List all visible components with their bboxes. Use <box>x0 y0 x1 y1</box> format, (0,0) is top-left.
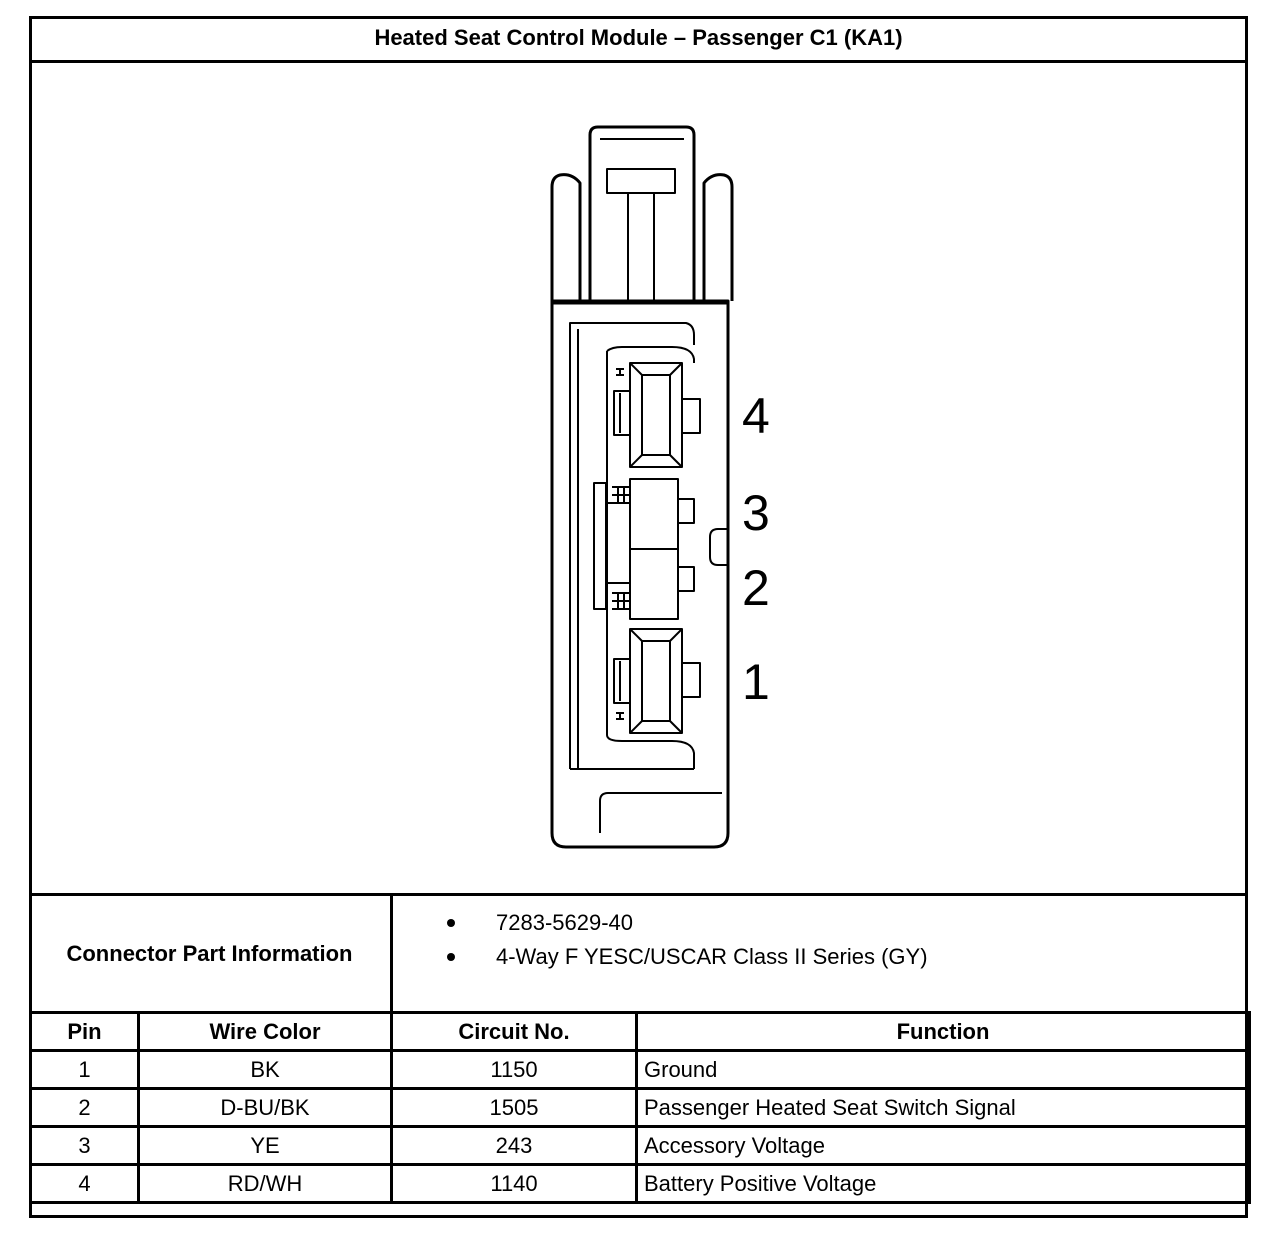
pin-label-4: 4 <box>742 388 770 444</box>
cell-pin: 2 <box>29 1087 140 1128</box>
part-info-item: 4-Way F YESC/USCAR Class II Series (GY) <box>409 940 928 974</box>
cell-circuit: 1140 <box>390 1163 638 1204</box>
cell-wire-color: YE <box>137 1125 393 1166</box>
cell-wire-color: RD/WH <box>137 1163 393 1204</box>
cell-function: Accessory Voltage <box>635 1125 1251 1166</box>
header-function: Function <box>635 1011 1251 1052</box>
cell-circuit: 1150 <box>390 1049 638 1090</box>
part-info-label: Connector Part Information <box>29 896 393 1011</box>
table-header-row: Pin Wire Color Circuit No. Function <box>29 1011 1251 1052</box>
table-row: 3 YE 243 Accessory Voltage <box>29 1125 1251 1166</box>
connector-part-info: Connector Part Information 7283-5629-40 … <box>29 893 1248 1014</box>
part-info-list: 7283-5629-40 4-Way F YESC/USCAR Class II… <box>409 906 928 974</box>
page-frame <box>29 16 1248 1218</box>
header-pin: Pin <box>29 1011 140 1052</box>
table-row: 4 RD/WH 1140 Battery Positive Voltage <box>29 1163 1251 1204</box>
pin-label-3: 3 <box>742 485 770 541</box>
bullet-icon <box>447 953 455 961</box>
table-row: 1 BK 1150 Ground <box>29 1049 1251 1090</box>
cell-circuit: 243 <box>390 1125 638 1166</box>
connector-series: 4-Way F YESC/USCAR Class II Series (GY) <box>496 944 928 969</box>
part-number: 7283-5629-40 <box>496 910 634 935</box>
header-circuit-no: Circuit No. <box>390 1011 638 1052</box>
page-title: Heated Seat Control Module – Passenger C… <box>29 16 1248 63</box>
pin-label-2: 2 <box>742 560 770 616</box>
table-row: 2 D-BU/BK 1505 Passenger Heated Seat Swi… <box>29 1087 1251 1128</box>
connector-diagram: 4 3 2 1 <box>32 63 1245 893</box>
connector-face-drawing: 4 3 2 1 <box>550 125 770 849</box>
cell-wire-color: D-BU/BK <box>137 1087 393 1128</box>
cell-pin: 1 <box>29 1049 140 1090</box>
header-wire-color: Wire Color <box>137 1011 393 1052</box>
pin-label-1: 1 <box>742 654 770 710</box>
cell-pin: 4 <box>29 1163 140 1204</box>
part-info-item: 7283-5629-40 <box>409 906 928 940</box>
cell-function: Passenger Heated Seat Switch Signal <box>635 1087 1251 1128</box>
cell-pin: 3 <box>29 1125 140 1166</box>
bullet-icon <box>447 919 455 927</box>
cell-function: Battery Positive Voltage <box>635 1163 1251 1204</box>
pinout-table: Pin Wire Color Circuit No. Function 1 BK… <box>29 1011 1251 1204</box>
cell-wire-color: BK <box>137 1049 393 1090</box>
cell-circuit: 1505 <box>390 1087 638 1128</box>
cell-function: Ground <box>635 1049 1251 1090</box>
